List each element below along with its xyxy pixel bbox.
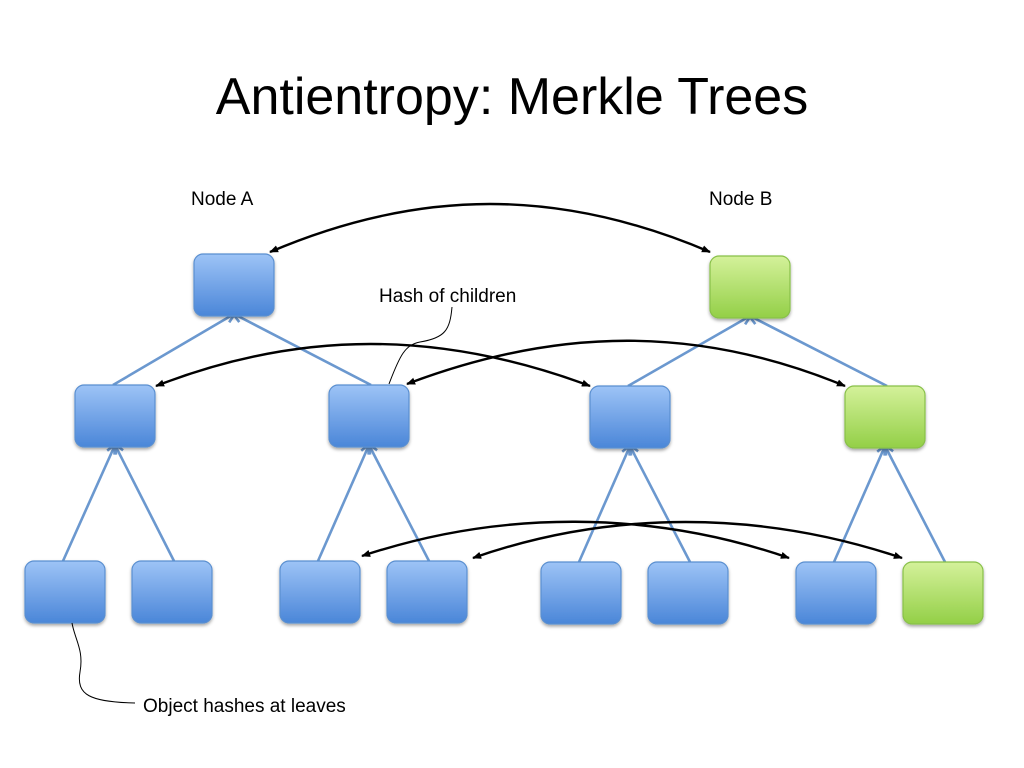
- hash-node-b-root-differs: [709, 255, 791, 319]
- hash-node-b-ll: [540, 561, 622, 625]
- hash-node-a-r: [328, 384, 410, 448]
- object-hashes-leader: [71, 622, 136, 704]
- compare-arrow-leaves-a: [361, 520, 790, 560]
- hash-node-a-l: [74, 384, 156, 448]
- tree-edge-A-l-to-A-root: [112, 314, 234, 387]
- tree-edge-A-rr-to-A-r: [369, 445, 431, 562]
- node-a-label: Node A: [191, 189, 254, 210]
- tree-edge-B-rl-to-B-r: [832, 446, 885, 563]
- hash-of-children-label: Hash of children: [379, 286, 516, 307]
- hash-node-b-l: [589, 385, 671, 449]
- tree-edge-A-ll-to-A-l: [61, 445, 115, 562]
- hash-node-a-ll: [24, 560, 106, 624]
- tree-edge-B-ll-to-B-l: [577, 446, 630, 563]
- tree-edge-A-r-to-A-root: [234, 314, 372, 387]
- node-b-label: Node B: [709, 189, 772, 210]
- object-hashes-callout: Object hashes at leaves: [71, 622, 346, 717]
- hash-node-b-rr-differs: [902, 561, 984, 625]
- compare-arrow-leaves-b: [472, 520, 903, 560]
- tree-nodes: [24, 253, 984, 625]
- comparison-arrows: [155, 202, 903, 560]
- tree-edge-B-r-to-B-root: [750, 316, 888, 388]
- hash-node-b-lr: [647, 561, 729, 625]
- tree-edge-B-lr-to-B-l: [630, 446, 692, 563]
- hash-of-children-callout: Hash of children: [379, 286, 516, 385]
- tree-edge-A-rl-to-A-r: [316, 445, 369, 562]
- compare-arrow-level1-right: [406, 339, 846, 388]
- compare-arrow-level1-left: [155, 342, 591, 388]
- tree-edge-B-rr-to-B-r: [885, 446, 947, 563]
- hash-node-a-rr: [386, 560, 468, 624]
- tree-edge-B-l-to-B-root: [627, 316, 750, 388]
- hash-node-a-rl: [279, 560, 361, 624]
- hash-node-a-lr: [131, 560, 213, 624]
- tree-edges: [61, 314, 947, 563]
- hash-node-b-r-differs: [844, 385, 926, 449]
- hash-node-b-rl: [795, 561, 877, 625]
- tree-edge-A-lr-to-A-l: [115, 445, 176, 562]
- object-hashes-label: Object hashes at leaves: [143, 696, 346, 717]
- compare-arrow-roots: [269, 202, 711, 254]
- hash-node-a-root: [193, 253, 275, 317]
- hash-of-children-leader: [388, 306, 453, 385]
- slide-title: Antientropy: Merkle Trees: [215, 68, 809, 126]
